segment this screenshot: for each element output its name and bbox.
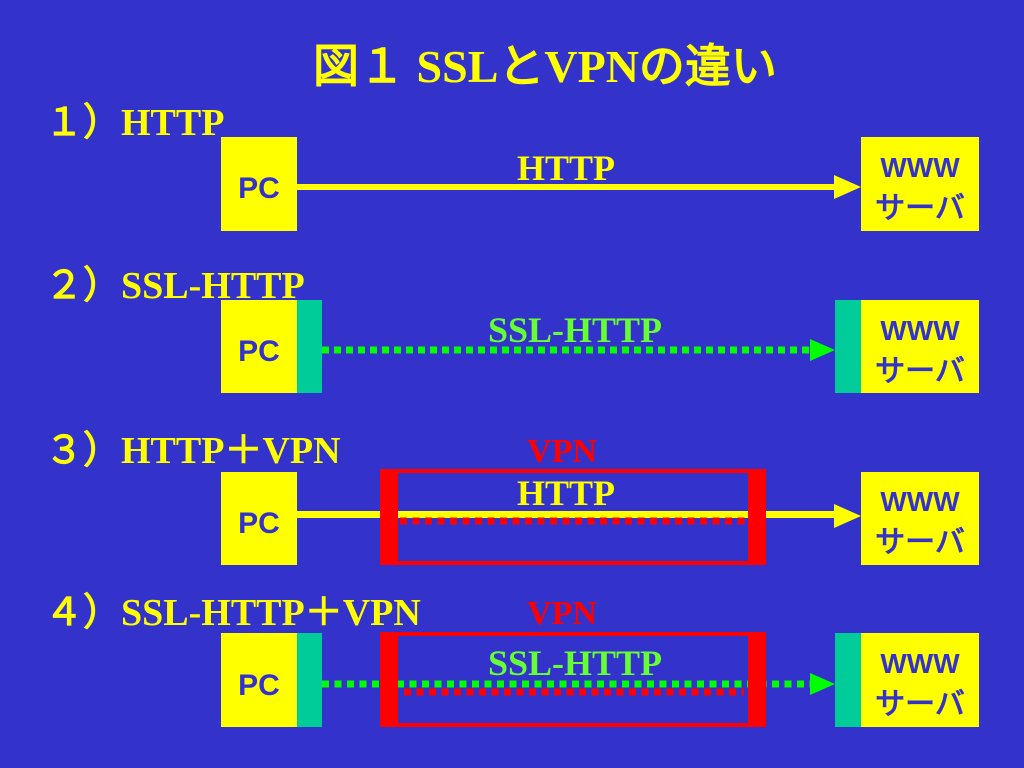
flow-label: SSL-HTTP — [488, 310, 662, 350]
server-label: WWW — [880, 486, 960, 517]
pc-label: PC — [238, 335, 280, 368]
ssl-layer — [297, 633, 322, 727]
vpn-tunnel — [380, 469, 766, 565]
pc-label: PC — [238, 669, 280, 702]
http-line — [297, 511, 837, 518]
ssl-layer — [835, 300, 861, 393]
pc-box — [221, 633, 297, 727]
server-label: WWW — [880, 152, 960, 183]
server-label: サーバ — [875, 688, 965, 721]
server-label: WWW — [880, 315, 960, 346]
server-box — [861, 137, 979, 231]
arrowhead-icon — [834, 504, 861, 528]
pc-label: PC — [238, 507, 280, 540]
vpn-tunnel — [380, 632, 766, 727]
server-label: WWW — [880, 648, 960, 679]
http-line — [297, 184, 837, 190]
arrowhead-icon — [834, 175, 861, 199]
section-ssl-http: ２）SSL-HTTP PC SSL-HTTP WWW サーバ — [45, 265, 979, 393]
server-box — [861, 633, 979, 727]
flow-label: HTTP — [517, 473, 615, 513]
pc-label: PC — [238, 172, 280, 205]
section-label: ４）SSL-HTTP＋VPN — [45, 592, 421, 634]
vpn-label: VPN — [527, 433, 597, 470]
section-label: ３）HTTP＋VPN — [45, 430, 341, 472]
ssl-layer — [835, 633, 861, 727]
section-http-vpn: ３）HTTP＋VPN VPN PC HTTP WWW サーバ — [45, 430, 979, 565]
arrowhead-icon — [810, 673, 835, 695]
section-label: １）HTTP — [45, 102, 224, 144]
server-box — [861, 472, 979, 565]
section-http: １）HTTP PC HTTP WWW サーバ — [45, 102, 979, 231]
flow-label: SSL-HTTP — [488, 643, 662, 683]
pc-box — [221, 137, 297, 231]
server-box — [861, 300, 979, 393]
flow-label: HTTP — [517, 148, 615, 188]
diagram-title: 図１ SSLとVPNの違い — [313, 41, 777, 92]
section-ssl-http-vpn: ４）SSL-HTTP＋VPN VPN PC SSL-HTTP WWW サーバ — [45, 592, 979, 727]
server-label: サーバ — [875, 526, 965, 559]
ssl-layer — [297, 300, 322, 393]
server-label: サーバ — [875, 192, 965, 225]
pc-box — [221, 472, 297, 565]
arrowhead-icon — [810, 339, 835, 361]
vpn-label: VPN — [527, 595, 597, 632]
pc-box — [221, 300, 297, 393]
server-label: サーバ — [875, 355, 965, 388]
